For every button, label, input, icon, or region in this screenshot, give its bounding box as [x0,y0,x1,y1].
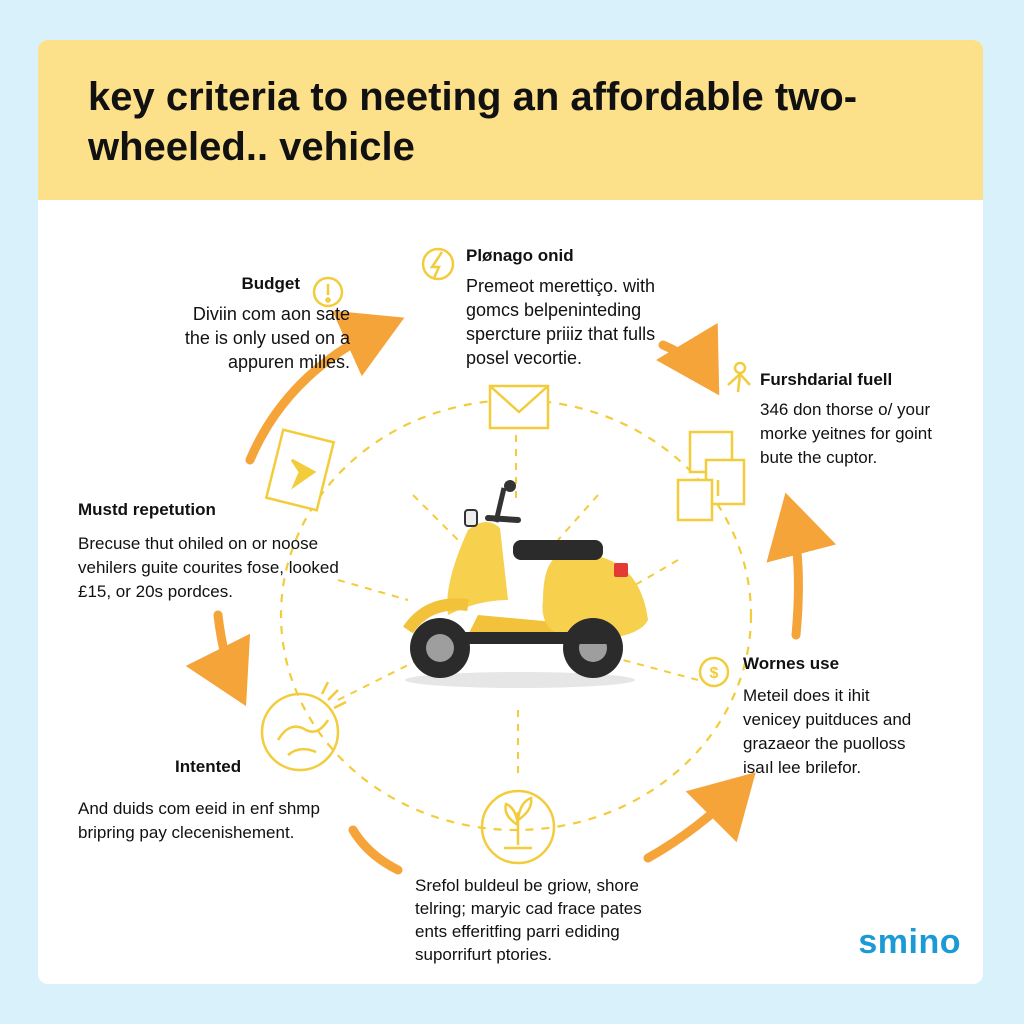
arrow-left [185,610,251,707]
criterion-heading: Budget [241,274,300,293]
plant-circle-icon [480,789,556,865]
hand-sparkle-icon [260,681,347,772]
criterion-heading: Mustd repetution [78,500,216,519]
page-title: key criteria to neeting an affordable tw… [88,75,858,169]
criterion-reputation: Mustd repetution Brecuse thut ohiled on … [78,500,378,604]
criterion-text: Diviin com aon sate the is only used on … [184,304,350,372]
criterion-intented: Intented And duids com eeid in enf shmp … [78,757,378,845]
criterion-text: 346 don thorse o/ your morke yeitnes for… [760,400,932,467]
criterion-worries: Wornes use Meteil does it ihit venicey p… [743,654,968,780]
document-stack-icon [676,430,746,522]
criterion-bottom: Srefol buldeul be griow, shore telring; … [415,874,715,966]
arrow-top-right [655,322,720,396]
criterion-heading: Intented [175,757,242,776]
criterion-budget: Budget Diviin com aon sate the is only u… [130,274,350,374]
envelope-icon [488,384,550,430]
header-banner: key criteria to neeting an affordable tw… [38,40,983,200]
criterion-text: Brecuse thut ohiled on or noose vehilers… [78,534,339,601]
dollar-circle-icon: $ [698,656,730,688]
criterion-text: Premeot merettiço. with gomcs belpeninte… [466,276,656,368]
criterion-text: Meteil does it ihit venicey puitduces an… [743,686,912,777]
criterion-heading: Wornes use [743,654,840,673]
arrow-bottom-left [348,825,403,875]
exclamation-circle-icon [312,276,344,308]
criterion-planago: Plønago onid Premeot merettiço. with gom… [466,246,766,370]
cycle-arrows [185,310,837,875]
scooter-icon [403,480,648,688]
arrow-budget [245,310,405,465]
infographic-card: key criteria to neeting an affordable tw… [38,40,983,984]
arrow-card-icon [264,428,336,512]
criterion-text: And duids com eeid in enf shmp bripring … [78,799,320,842]
svg-text:$: $ [710,665,719,682]
diagram-graphics: $ [185,247,837,875]
arrow-bottom-right [643,772,756,863]
criterion-fuel: Furshdarial fuell 346 don thorse o/ your… [760,370,980,470]
person-icon [727,361,751,393]
arrow-right [766,492,837,640]
criterion-heading: Plønago onid [466,246,574,265]
criterion-text: Srefol buldeul be griow, shore telring; … [415,876,642,964]
brand-logo: smino [858,923,961,961]
dashed-spokes [337,435,699,780]
criterion-heading: Furshdarial fuell [760,370,893,389]
lightning-circle-icon [421,247,455,281]
